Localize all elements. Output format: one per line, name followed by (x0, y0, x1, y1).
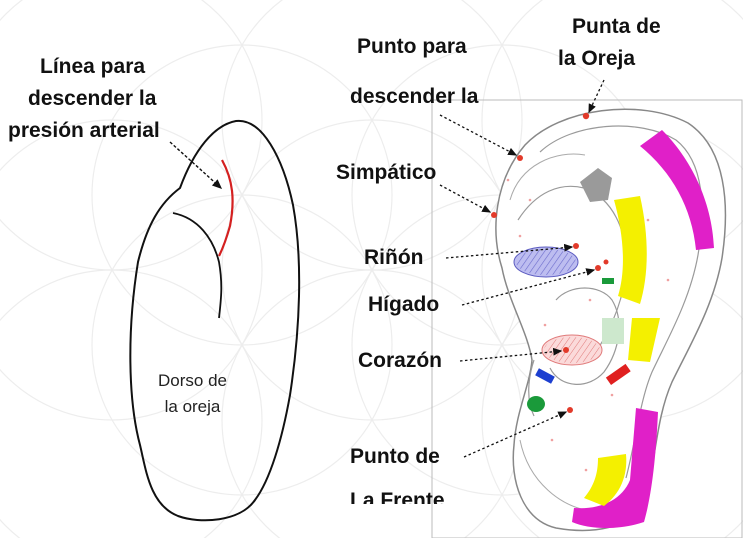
label-punto-para-line1: Punto para (357, 35, 467, 58)
label-punto-de: Punto de (350, 445, 440, 468)
linea-pointer-arrow (169, 141, 223, 189)
blue-mark (535, 368, 555, 384)
green-small-mark (602, 278, 614, 284)
label-linea-line1: Línea para (40, 55, 146, 78)
ear-front-drawing (431, 79, 743, 539)
leader-punta (588, 79, 605, 114)
label-rinon: Riñón (364, 246, 424, 269)
acupoint-corazon (563, 347, 569, 353)
acupoint-ear-tip (582, 112, 590, 120)
leader-corazon (459, 347, 563, 362)
label-punta-line1: Punta de (572, 15, 661, 38)
yellow-upper-zone (614, 196, 647, 304)
light-green-zone (602, 318, 624, 344)
label-dorso: Dorso de la oreja (158, 368, 227, 421)
acupoint-simpatico (491, 212, 497, 218)
antihelix-curve (517, 185, 627, 353)
label-higado: Hígado (368, 293, 440, 316)
label-punta-line2: la Oreja (558, 47, 636, 70)
yellow-middle-zone (628, 318, 660, 362)
label-linea-line2: descender la (28, 87, 157, 110)
leader-frente (463, 411, 568, 458)
magenta-lower-zone (572, 408, 658, 528)
upper-fold-curve (509, 153, 586, 201)
label-dorso-line1: Dorso de (158, 371, 227, 390)
acupoint-frente (567, 407, 573, 413)
kidney-zone-hatch (516, 249, 576, 275)
yellow-lower-zone (584, 454, 627, 506)
acupoint-higado-2 (603, 259, 609, 265)
green-mark (527, 396, 545, 412)
leader-rinon (445, 243, 574, 259)
scattered-dots (506, 178, 670, 472)
leader-lines (439, 79, 605, 458)
leader-simpatico (439, 184, 492, 213)
label-dorso-line2: la oreja (164, 397, 221, 417)
grey-upper-zone (580, 168, 612, 202)
label-corazon: Corazón (358, 349, 442, 372)
blood-pressure-line (218, 159, 234, 257)
acupoint-rinon (573, 243, 579, 249)
label-la-frente-clip: La Frente (350, 490, 480, 504)
label-punto-para-line2: descender la (350, 85, 479, 108)
red-mark (605, 363, 631, 385)
magenta-upper-zone (640, 130, 714, 250)
helix-inner-rim (539, 125, 703, 479)
acupoint-descender (517, 155, 523, 161)
label-la-frente: La Frente (350, 490, 445, 504)
label-linea-line3: presión arterial (8, 119, 160, 142)
leader-descender (439, 114, 518, 156)
label-simpatico: Simpático (336, 161, 437, 184)
acupoint-higado (595, 265, 601, 271)
ear-back-outline (129, 119, 301, 522)
ear-back-drawing (129, 119, 301, 522)
ear-back-fold (172, 212, 223, 319)
heart-zone-hatch (544, 337, 600, 363)
acupoint-dots (491, 112, 609, 413)
tragus-outline (528, 359, 535, 417)
